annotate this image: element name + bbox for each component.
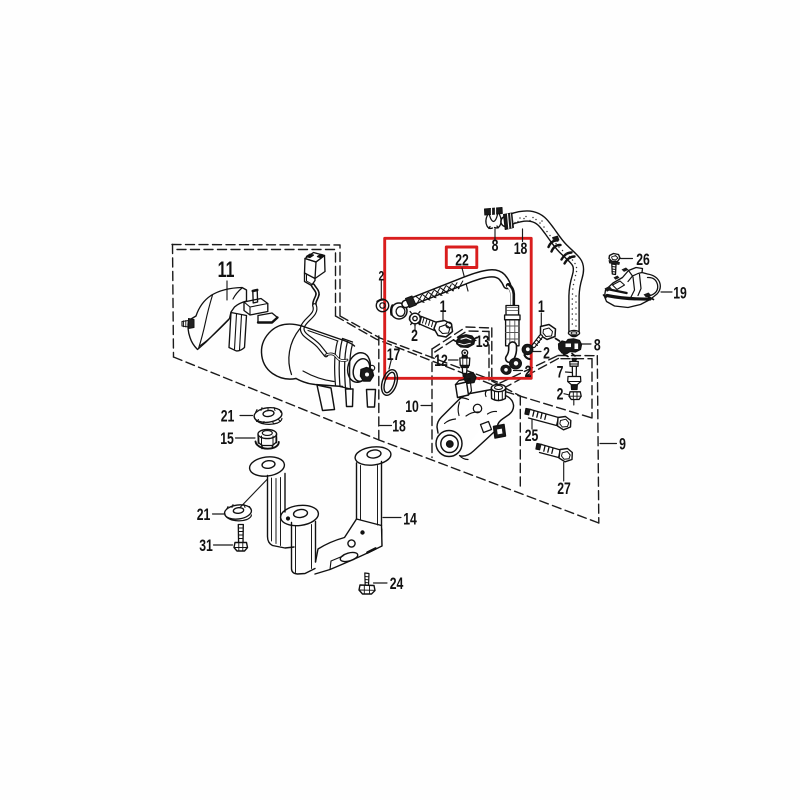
svg-text:18: 18 [514,240,528,258]
svg-text:26: 26 [636,251,650,269]
svg-text:10: 10 [405,398,419,416]
svg-text:18: 18 [392,418,406,436]
svg-text:1: 1 [440,298,447,316]
svg-text:25: 25 [525,427,539,445]
svg-text:27: 27 [557,480,571,498]
svg-text:24: 24 [390,575,404,593]
svg-text:8: 8 [594,337,601,355]
svg-text:14: 14 [403,511,417,529]
svg-text:21: 21 [221,408,235,426]
svg-text:17: 17 [387,346,401,364]
svg-text:2: 2 [378,268,384,284]
svg-text:1: 1 [538,298,545,316]
svg-text:13: 13 [476,333,490,351]
svg-text:2: 2 [411,327,418,345]
svg-text:19: 19 [673,285,687,303]
svg-text:21: 21 [197,506,211,524]
svg-text:2: 2 [557,386,564,404]
svg-text:9: 9 [619,436,626,454]
svg-text:22: 22 [455,252,469,270]
svg-text:31: 31 [199,537,213,555]
svg-text:2: 2 [543,345,550,363]
svg-text:11: 11 [218,259,235,283]
svg-text:2: 2 [525,363,532,381]
svg-text:8: 8 [492,237,499,255]
svg-text:12: 12 [434,352,448,370]
svg-text:15: 15 [220,430,234,448]
svg-text:7: 7 [557,364,564,382]
